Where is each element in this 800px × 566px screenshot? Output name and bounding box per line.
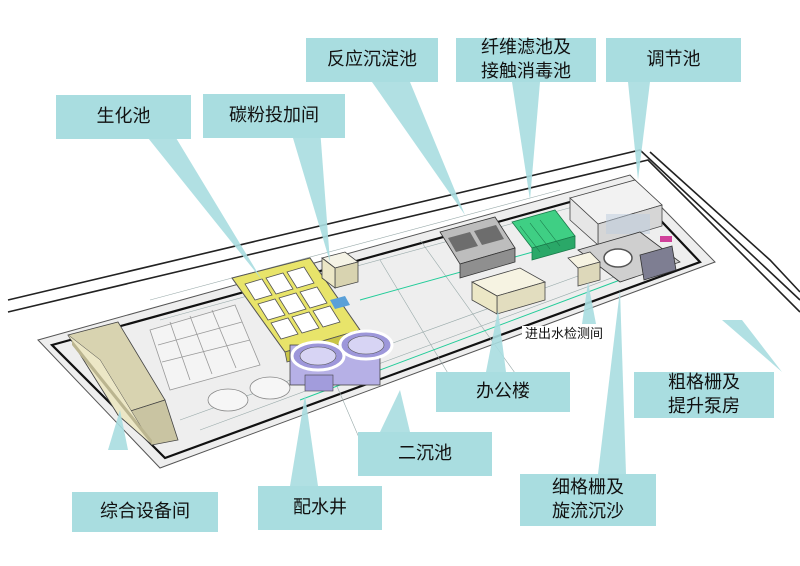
reaction-settling-structure [439,216,516,279]
label-biochem-tank: 生化池 [56,95,191,139]
label-regulating-tank: 调节池 [606,38,741,82]
callout-leaders [108,82,782,486]
label-secondary-clarifier: 二沉池 [358,432,492,476]
carbon-dosing-building [321,251,359,289]
label-office: 办公楼 [436,372,570,412]
testing-room-building [567,251,601,287]
label-fiber-filter: 纤维滤池及 接触消毒池 [456,37,596,82]
secondary-clarifier-structure [289,329,394,392]
sludge-beds [149,304,261,391]
screen-machinery [577,231,681,283]
fiber-filter-structure [511,209,576,261]
label-distribution-well: 配水井 [258,486,382,530]
label-reaction-settling: 反应沉淀池 [306,38,438,82]
label-coarse-screen: 粗格栅及 提升泵房 [634,372,774,418]
label-equipment-room: 综合设备间 [72,492,218,532]
sludge-thickeners [207,376,291,412]
label-water-testing: 进出水检测间 [522,326,607,344]
label-carbon-dosing: 碳粉投加间 [203,94,345,138]
office-building [470,267,547,315]
biochem-tank-structure [231,257,363,363]
regulating-tank-building [569,179,663,246]
label-fine-screen: 细格栅及 旋流沉沙 [520,474,656,526]
equipment-room-building [67,321,179,446]
